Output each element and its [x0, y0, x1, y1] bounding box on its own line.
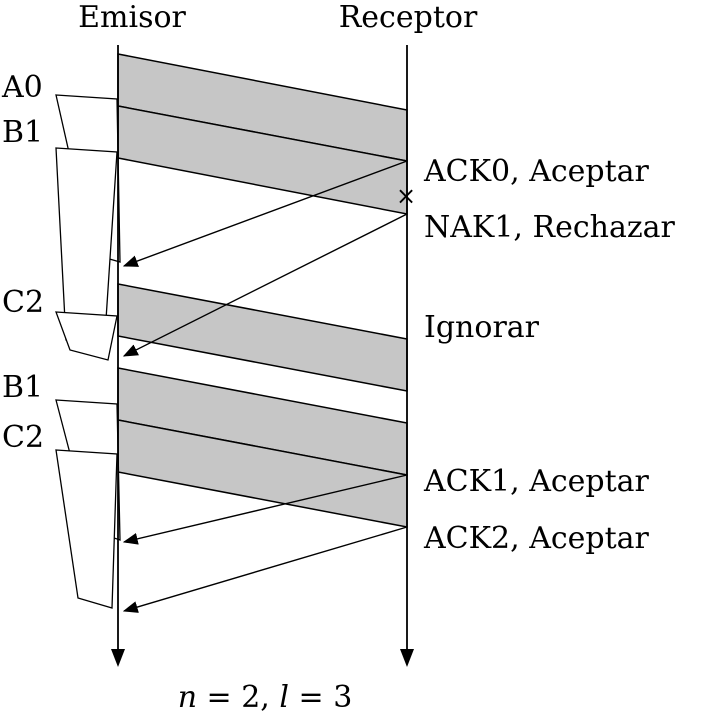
- annotation-ack1: ACK1, Aceptar: [423, 464, 650, 499]
- receptor-timeline-arrowhead-icon: [400, 649, 414, 667]
- frame-label-a0: A0: [1, 70, 43, 105]
- annotation-ack2: ACK2, Aceptar: [423, 521, 650, 556]
- timer-wedge-c2-retransmit: [55, 449, 118, 609]
- ack2-arrow: [122, 526, 408, 613]
- caption-mid: = 2,: [197, 680, 280, 715]
- timer-wedge-c2: [55, 311, 118, 361]
- annotation-ack0: ACK0, Aceptar: [423, 154, 650, 189]
- emisor-timeline-arrowhead-icon: [111, 649, 125, 667]
- caption-var-n: n: [177, 680, 198, 715]
- annotation-nak1: NAK1, Rechazar: [424, 210, 676, 245]
- annotation-ignorar: Ignorar: [424, 310, 540, 345]
- emisor-title: Emisor: [78, 0, 186, 35]
- frame-label-b1-retransmit: B1: [2, 370, 43, 405]
- frame-label-b1: B1: [2, 115, 43, 150]
- frame-label-c2-retransmit: C2: [2, 420, 44, 455]
- caption-end: = 3: [289, 680, 353, 715]
- caption-var-l: l: [279, 680, 289, 715]
- receptor-title: Receptor: [339, 0, 478, 35]
- frame-label-c2: C2: [2, 285, 44, 320]
- caption-formula: n = 2, l = 3: [110, 680, 420, 715]
- ack0-arrow: [122, 160, 408, 267]
- ack1-arrow: [122, 474, 408, 545]
- nak1-arrow: [122, 213, 408, 357]
- error-cross-icon: ×: [396, 182, 416, 210]
